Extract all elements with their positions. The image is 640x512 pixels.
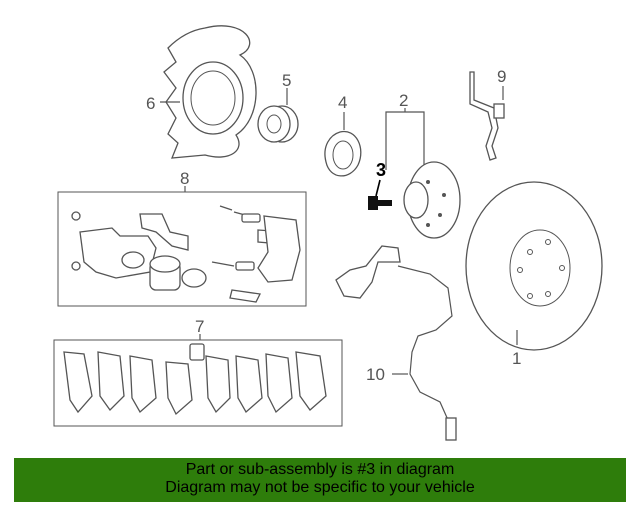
part-7-brake-pads (53, 334, 343, 427)
part-6-splash-shield (160, 25, 257, 159)
part-1-rotor (465, 181, 603, 351)
caption-line-part-info: Part or sub-assembly is #3 in diagram (185, 461, 455, 478)
callout-10: 10 (366, 365, 385, 384)
callout-7: 7 (195, 317, 204, 336)
part-10-sensor-harness (335, 245, 457, 441)
part-3-hub-bolt (368, 179, 392, 210)
callout-1: 1 (512, 349, 521, 368)
parts-diagram: 1 2 3 4 5 6 7 8 9 10 (53, 25, 603, 441)
part-4-snap-ring (324, 112, 362, 177)
callout-4: 4 (338, 93, 347, 112)
callout-3: 3 (376, 160, 386, 180)
caption-line-disclaimer: Diagram may not be specific to your vehi… (165, 479, 475, 496)
callout-6: 6 (146, 94, 155, 113)
part-9-sensor-wire (469, 71, 505, 161)
part-5-bearing (257, 88, 299, 143)
callout-8: 8 (180, 169, 189, 188)
callout-2: 2 (399, 91, 408, 110)
part-2-hub (385, 108, 461, 239)
callout-5: 5 (282, 71, 291, 90)
caption-banner: Part or sub-assembly is #3 in diagram Di… (14, 458, 626, 502)
callout-9: 9 (497, 67, 506, 86)
part-8-caliper-kit (57, 186, 307, 307)
